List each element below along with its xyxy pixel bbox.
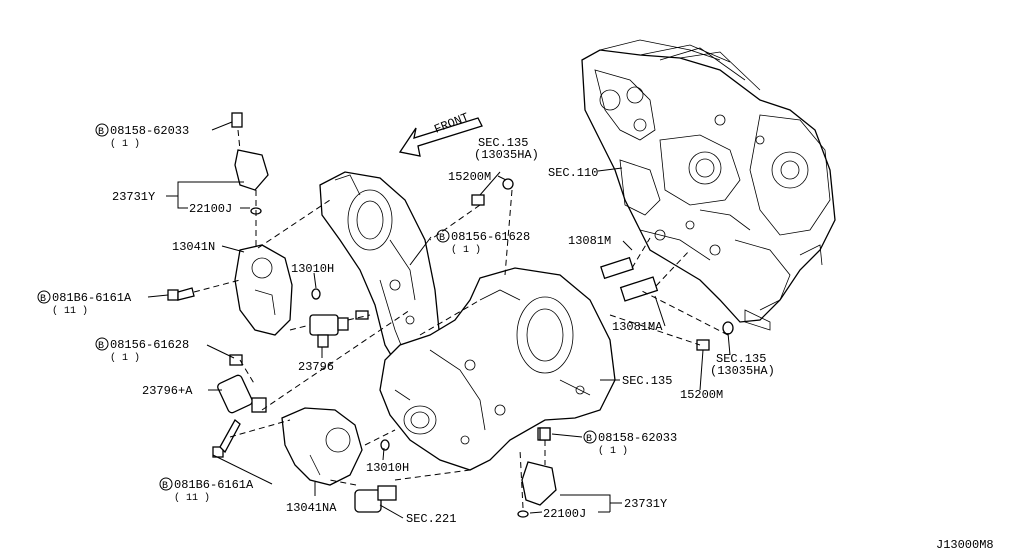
engine-block bbox=[581, 39, 836, 331]
oring-13010h-b bbox=[380, 439, 390, 451]
b5-circle-letter: B bbox=[162, 481, 168, 492]
sensor-sec221 bbox=[354, 485, 397, 513]
b2-qty: ( 11 ) bbox=[52, 305, 88, 317]
diagram-id: J13000M8 bbox=[936, 538, 994, 552]
seal-13081m bbox=[600, 256, 659, 302]
b4-part-number: 08156-61628 bbox=[110, 338, 189, 352]
dashed-connectors bbox=[193, 129, 729, 509]
plug-15200m-top bbox=[471, 178, 514, 206]
label-sec135-right-sub: (13035HA) bbox=[710, 364, 775, 378]
bolt-left-lower bbox=[212, 419, 241, 458]
label-23731y-top: 23731Y bbox=[112, 190, 155, 204]
label-sec135-top: SEC.135 bbox=[478, 136, 528, 150]
b5-part-number: 081B6-6161A bbox=[174, 478, 254, 492]
b1-circle-letter: B bbox=[98, 127, 104, 138]
b3-circle-letter: B bbox=[439, 233, 445, 244]
b4-circle-letter: B bbox=[98, 341, 104, 352]
leader-lines bbox=[147, 121, 731, 519]
b3-part-number: 08156-61628 bbox=[451, 230, 530, 244]
label-13010h-bottom: 13010H bbox=[366, 461, 409, 475]
label-sec221: SEC.221 bbox=[406, 512, 456, 526]
b2-part-number: 081B6-6161A bbox=[52, 291, 132, 305]
b4-circle bbox=[95, 337, 109, 351]
b4-qty: ( 1 ) bbox=[110, 352, 140, 364]
cam-sensor-bottom bbox=[517, 427, 557, 518]
label-13081ma: 13081MA bbox=[612, 320, 663, 334]
plug-15200m-right bbox=[696, 321, 734, 351]
label-22100j-top: 22100J bbox=[189, 202, 232, 216]
label-15200m-right: 15200M bbox=[680, 388, 723, 402]
label-sec110: SEC.110 bbox=[548, 166, 598, 180]
solenoid-23796a bbox=[217, 354, 267, 414]
label-13081m: 13081M bbox=[568, 234, 611, 248]
b6-qty: ( 1 ) bbox=[598, 445, 628, 457]
label-15200m-top: 15200M bbox=[448, 170, 491, 184]
label-23796: 23796 bbox=[298, 360, 334, 374]
b2-circle-letter: B bbox=[40, 294, 46, 305]
label-23796a: 23796+A bbox=[142, 384, 193, 398]
vtc-cover-13041n bbox=[234, 244, 293, 336]
label-sec135-mid: SEC.135 bbox=[622, 374, 672, 388]
cam-sensor-top bbox=[231, 112, 269, 215]
b2-circle bbox=[37, 290, 51, 304]
label-13041n: 13041N bbox=[172, 240, 215, 254]
label-22100j-bottom: 22100J bbox=[543, 507, 586, 521]
label-13041na: 13041NA bbox=[286, 501, 337, 515]
label-23731y-bottom: 23731Y bbox=[624, 497, 667, 511]
b3-circle bbox=[436, 229, 450, 243]
oring-13010h-a bbox=[311, 288, 321, 300]
b5-qty: ( 11 ) bbox=[174, 492, 210, 504]
b1-circle bbox=[95, 123, 109, 137]
b1-qty: ( 1 ) bbox=[110, 138, 140, 150]
bolt-left-upper bbox=[167, 287, 195, 301]
b3-qty: ( 1 ) bbox=[451, 244, 481, 256]
b6-circle-letter: B bbox=[586, 434, 592, 445]
label-sec135-top-sub: (13035HA) bbox=[474, 148, 539, 162]
timing-cover-front bbox=[379, 267, 616, 471]
vtc-cover-13041na bbox=[281, 407, 363, 486]
b5-circle bbox=[159, 477, 173, 491]
b6-circle bbox=[583, 430, 597, 444]
front-arrow: FRONT bbox=[398, 110, 483, 157]
bolt-lower-right bbox=[539, 427, 551, 441]
b6-part-number: 08158-62033 bbox=[598, 431, 677, 445]
solenoid-23796 bbox=[309, 310, 369, 348]
label-sec135-right: SEC.135 bbox=[716, 352, 766, 366]
b1-part-number: 08158-62033 bbox=[110, 124, 189, 138]
timing-cover-rear bbox=[319, 171, 441, 371]
label-13010h-top: 13010H bbox=[291, 262, 334, 276]
